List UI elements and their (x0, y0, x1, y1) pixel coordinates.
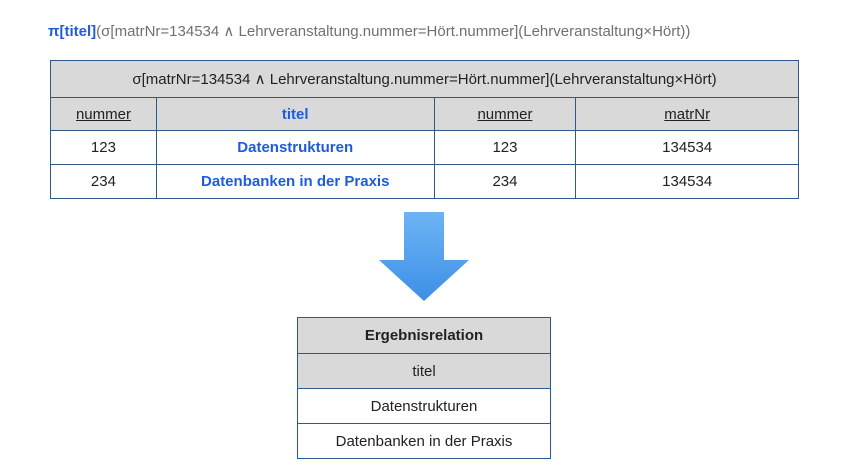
table-row: Datenbanken in der Praxis (297, 423, 551, 459)
column-header-nummer: nummer (50, 97, 157, 131)
cell-matrnr: 134534 (575, 130, 799, 165)
cell-nummer: 234 (50, 164, 157, 199)
result-table-title: Ergebnisrelation (297, 317, 551, 354)
table-header-row: nummer titel nummer matrNr (50, 97, 799, 131)
cell-nummer-2: 234 (433, 164, 577, 199)
cell-titel: Datenbanken in der Praxis (297, 423, 551, 459)
cell-nummer: 123 (50, 130, 157, 165)
cell-titel: Datenstrukturen (297, 388, 551, 424)
down-arrow-icon (379, 212, 469, 301)
intermediate-table-title: σ[matrNr=134534 ∧ Lehrveranstaltung.numm… (50, 60, 799, 98)
intermediate-relation-table: σ[matrNr=134534 ∧ Lehrveranstaltung.numm… (50, 60, 799, 199)
table-title-row: σ[matrNr=134534 ∧ Lehrveranstaltung.numm… (50, 60, 799, 98)
result-header-row: titel (297, 353, 551, 389)
result-title-row: Ergebnisrelation (297, 317, 551, 354)
cell-titel: Datenstrukturen (155, 130, 435, 165)
result-relation-table: Ergebnisrelation titel Datenstrukturen D… (297, 317, 551, 459)
column-header-titel: titel (155, 97, 435, 131)
cell-matrnr: 134534 (575, 164, 799, 199)
column-header-titel: titel (297, 353, 551, 389)
table-row: 234 Datenbanken in der Praxis 234 134534 (50, 164, 799, 199)
relational-algebra-expression: π[titel](σ[matrNr=134534 ∧ Lehrveranstal… (48, 22, 690, 42)
table-row: Datenstrukturen (297, 388, 551, 424)
cell-nummer-2: 123 (433, 130, 577, 165)
column-header-nummer-2: nummer (433, 97, 577, 131)
projection-operator: π[titel] (48, 23, 97, 40)
cell-titel: Datenbanken in der Praxis (155, 164, 435, 199)
column-header-matrnr: matrNr (575, 97, 799, 131)
table-row: 123 Datenstrukturen 123 134534 (50, 130, 799, 165)
selection-expression: (σ[matrNr=134534 ∧ Lehrveranstaltung.num… (96, 23, 691, 40)
